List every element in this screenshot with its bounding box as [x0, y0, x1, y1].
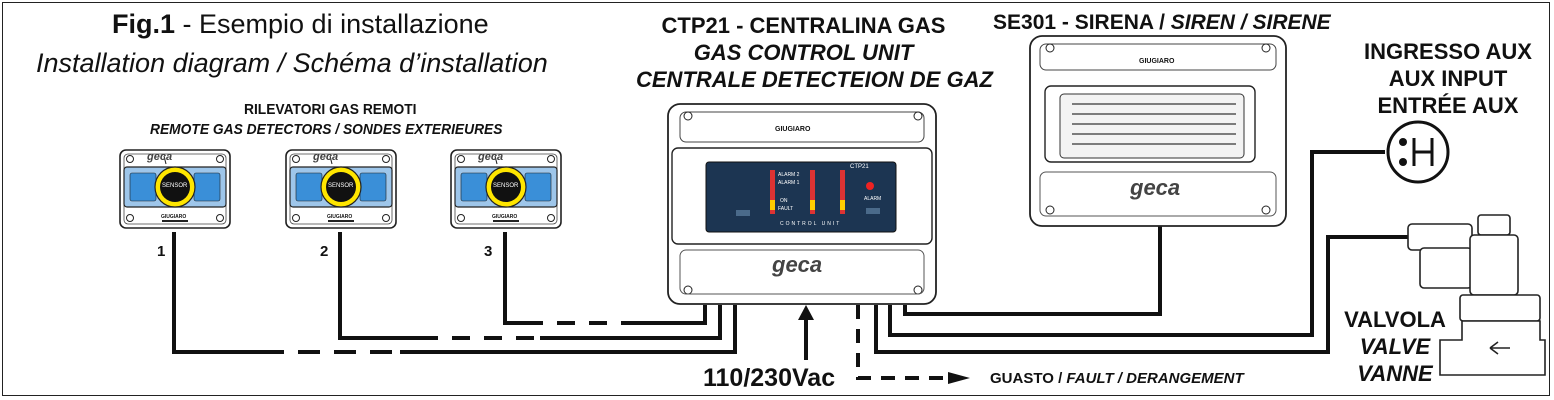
- fault-label-regular: GUASTO /: [990, 370, 1067, 387]
- wire-detector-1-end: [400, 305, 737, 354]
- valve-label-2: VALVE: [1359, 334, 1431, 359]
- power-arrowhead: [798, 305, 814, 320]
- siren-heading: SE301 - SIRENA / SIREN / SIRENE: [993, 11, 1331, 35]
- figure-title-rest: - Esempio di installazione: [175, 9, 489, 39]
- control-unit-on: ON: [780, 198, 788, 204]
- wire-detector-1: [172, 232, 262, 354]
- detector-2-brand: geca: [313, 151, 339, 163]
- valve-label-3: VANNE: [1357, 361, 1433, 386]
- wire-detector-3: [503, 232, 525, 325]
- detector-number-3: 3: [484, 243, 493, 260]
- detector-1-sensor-label: SENSOR: [162, 183, 188, 189]
- wire-detector-3-end: [625, 305, 707, 325]
- fault-arrowhead: [948, 372, 970, 384]
- control-unit-alarm: ALARM: [864, 196, 882, 202]
- wire-siren: [903, 220, 1162, 316]
- detector-3-sub-brand: GIUGIARO: [492, 214, 518, 220]
- control-unit-brand: geca: [772, 252, 823, 277]
- control-unit-device: [667, 103, 937, 305]
- valve-device: [1407, 214, 1546, 376]
- control-unit-heading: CTP21 - CENTRALINA GAS GAS CONTROL UNIT …: [636, 12, 993, 93]
- figure-title: Fig.1 - Esempio di installazione: [112, 9, 489, 40]
- wire-detector-2: [338, 232, 420, 340]
- aux-heading: INGRESSO AUX AUX INPUT ENTRÉE AUX: [1360, 38, 1536, 119]
- wire-aux: [888, 150, 1385, 337]
- detector-1-sub-brand: GIUGIARO: [161, 214, 187, 220]
- valve-label-1: VALVOLA: [1344, 307, 1446, 332]
- siren-sub-brand: GIUGIARO: [1139, 58, 1175, 65]
- siren-heading-regular: SE301 - SIRENA /: [993, 11, 1171, 34]
- detectors-heading-2: REMOTE GAS DETECTORS / SONDES EXTERIEURE…: [150, 121, 503, 138]
- detector-number-1: 1: [157, 243, 166, 260]
- wire-fault: [856, 305, 950, 380]
- aux-heading-2: AUX INPUT: [1388, 66, 1508, 91]
- detector-3-sensor-label: SENSOR: [493, 183, 519, 189]
- detector-3-brand: geca: [478, 151, 504, 163]
- control-unit-alarm2: ALARM 2: [778, 172, 800, 178]
- detector-1-brand: geca: [147, 151, 173, 163]
- control-unit-heading-2: GAS CONTROL UNIT: [693, 40, 914, 65]
- aux-heading-1: INGRESSO AUX: [1364, 39, 1532, 64]
- figure-subtitle: Installation diagram / Schéma d’installa…: [36, 48, 548, 78]
- control-unit-model: CTP21: [850, 164, 869, 170]
- siren-brand: geca: [1130, 175, 1181, 200]
- detectors-heading-1: RILEVATORI GAS REMOTI: [244, 101, 417, 118]
- fault-label: GUASTO / FAULT / DERANGEMENT: [990, 370, 1244, 387]
- wiring: [172, 150, 1410, 380]
- aux-heading-3: ENTRÉE AUX: [1377, 93, 1519, 118]
- control-unit-fault: FAULT: [778, 206, 794, 212]
- aux-input-symbol: [1386, 120, 1450, 184]
- figure-title-bold: Fig.1: [112, 9, 176, 39]
- control-unit-heading-1: CTP21 - CENTRALINA GAS: [661, 13, 946, 38]
- fault-label-italic: FAULT / DERANGEMENT: [1066, 370, 1244, 387]
- detector-2-sensor-label: SENSOR: [328, 183, 354, 189]
- valve-label: VALVOLA VALVE VANNE: [1335, 306, 1455, 387]
- detector-2-sub-brand: GIUGIARO: [327, 214, 353, 220]
- control-unit-alarm1: ALARM 1: [778, 180, 800, 186]
- control-unit-panel-footer: CONTROL UNIT: [780, 221, 842, 227]
- detector-number-2: 2: [320, 243, 329, 260]
- siren-heading-italic: SIREN / SIRENE: [1170, 11, 1331, 34]
- control-unit-sub-brand: GIUGIARO: [775, 126, 811, 133]
- power-label: 110/230Vac: [703, 364, 836, 392]
- wire-valve: [874, 235, 1410, 354]
- wire-detector-2-end: [540, 305, 722, 340]
- control-unit-heading-3: CENTRALE DETECTEION DE GAZ: [636, 67, 993, 92]
- siren-device: [1029, 35, 1287, 227]
